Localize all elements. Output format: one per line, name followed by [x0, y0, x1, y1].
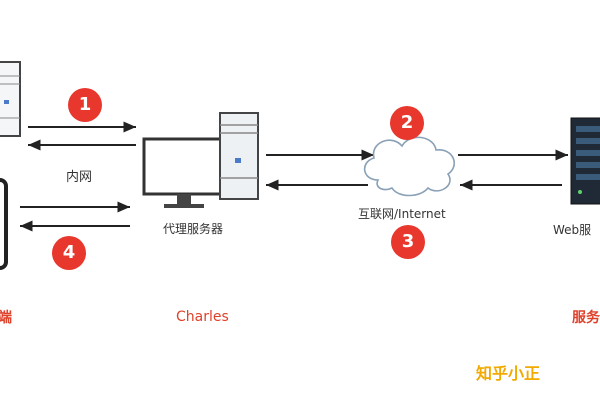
lan-label: 内网	[66, 170, 93, 185]
step-1-badge: 1	[68, 88, 102, 122]
web-server-label: Web服	[553, 223, 592, 237]
client-phone-icon	[0, 178, 8, 270]
step-4-badge: 4	[52, 236, 86, 270]
proxy-tower-icon	[219, 112, 259, 200]
step-2-badge: 2	[390, 106, 424, 140]
proxy-monitor-icon	[142, 137, 234, 208]
internet-label: 互联网/Internet	[358, 207, 446, 221]
web-server-icon	[570, 117, 600, 205]
client-computer-icon	[0, 61, 21, 137]
internet-cloud-icon	[363, 136, 456, 197]
step-3-badge: 3	[391, 225, 425, 259]
charles-label: Charles	[176, 309, 229, 325]
server-label: 服务	[572, 310, 600, 326]
proxy-server-label: 代理服务器	[163, 222, 224, 236]
watermark: 知乎小正	[476, 364, 541, 383]
client-label: 端	[0, 310, 12, 326]
